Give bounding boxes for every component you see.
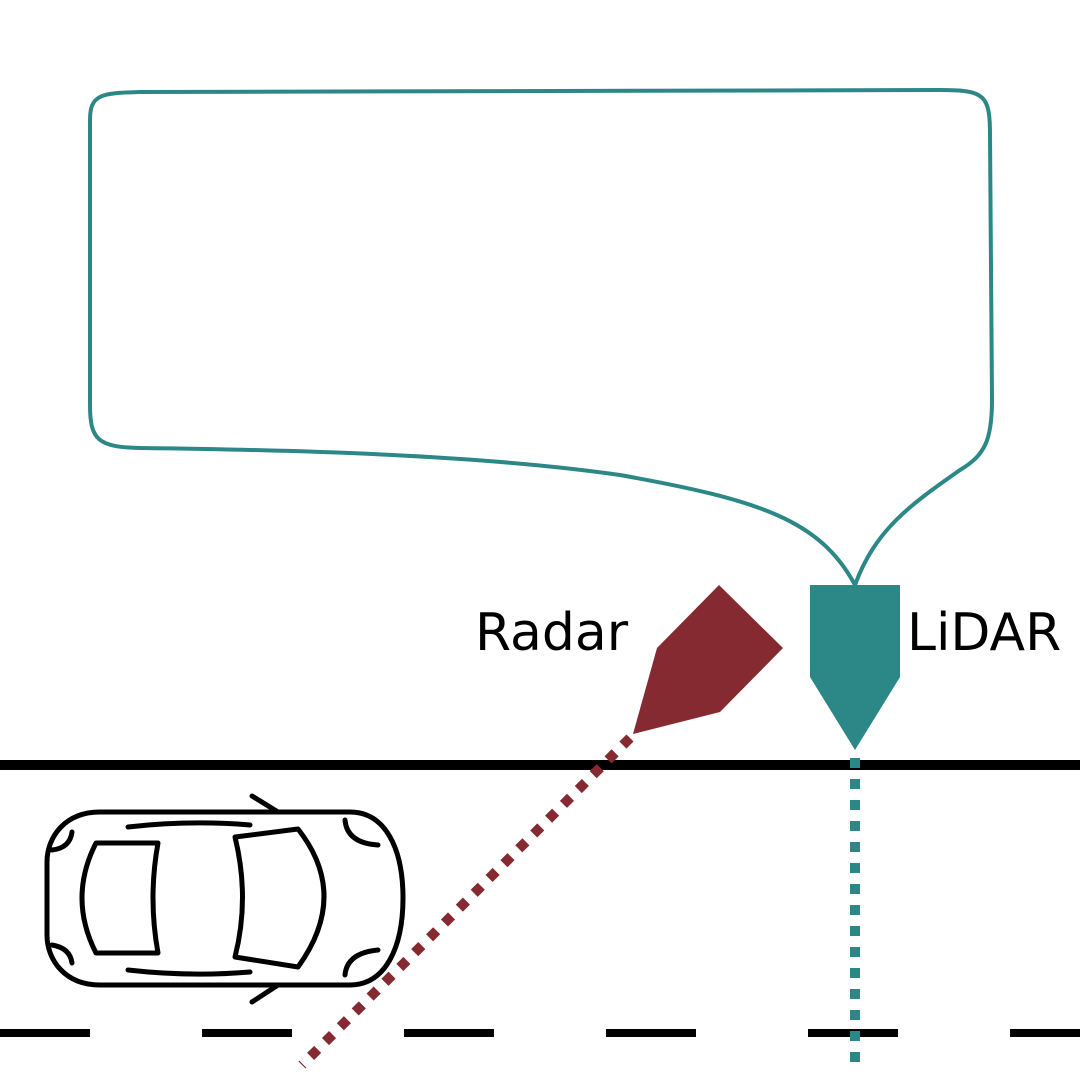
radar-label: Radar [475,603,629,663]
lidar-sensor-icon [810,585,900,750]
lidar-label: LiDAR [907,603,1062,663]
radar-beam [298,734,634,1069]
lidar-speech-bubble [88,88,994,587]
radar-sensor-icon [633,585,783,734]
car-top-view-icon [44,793,406,1005]
